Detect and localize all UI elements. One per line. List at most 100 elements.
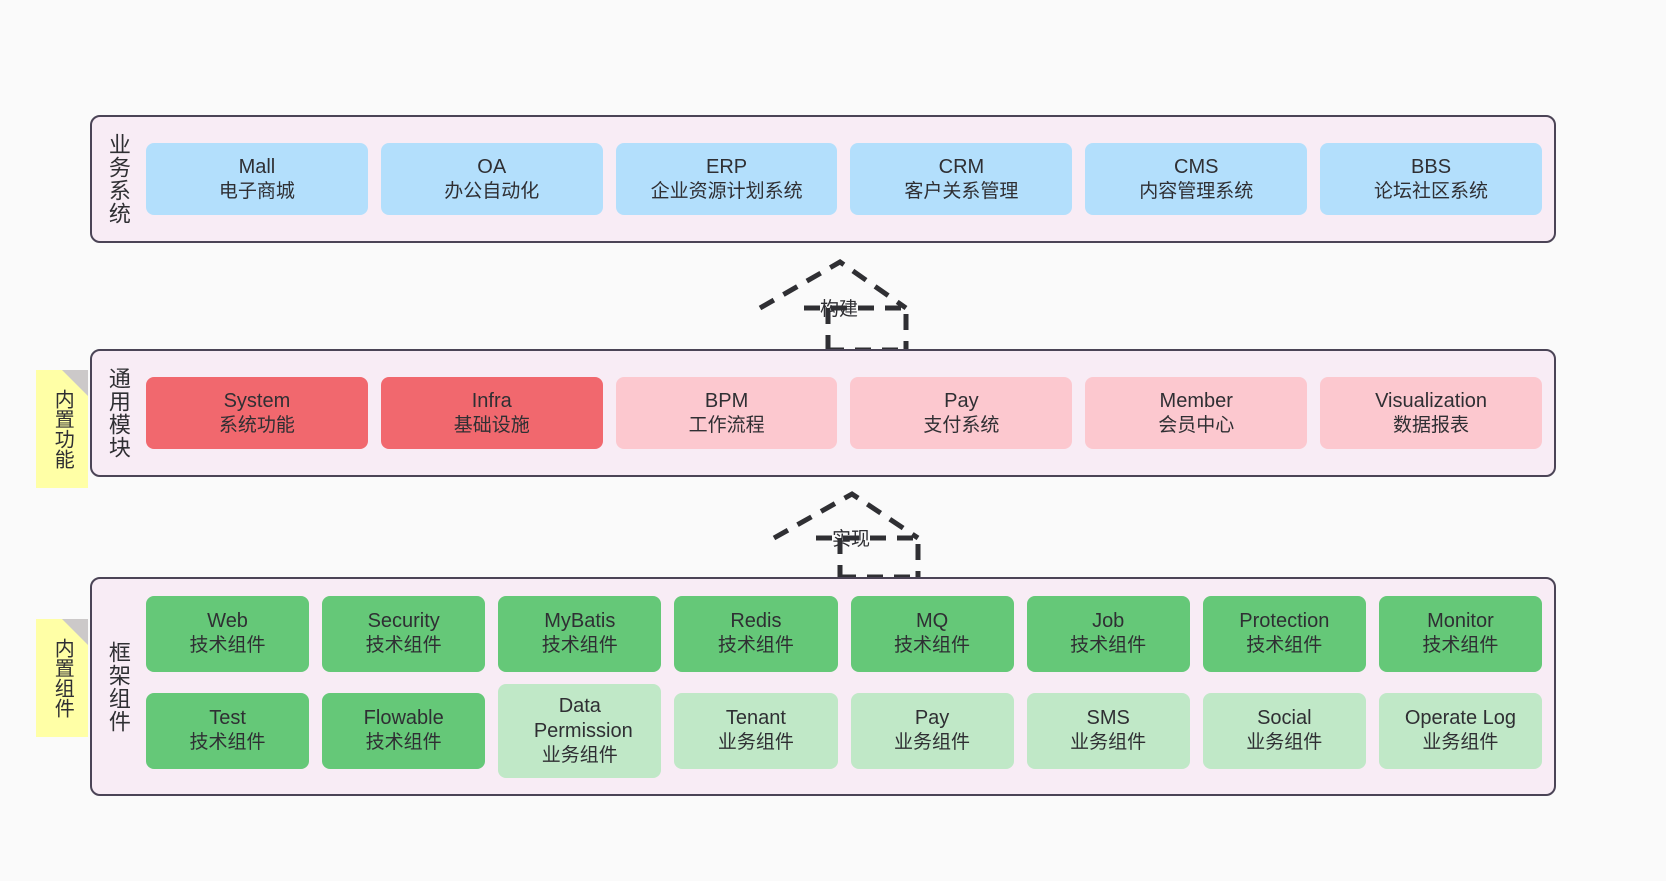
card-title: Tenant: [725, 707, 786, 730]
card-web[interactable]: Web 技术组件: [146, 595, 310, 672]
card-row: Test 技术组件 Flowable 技术组件 Data Permission …: [146, 683, 1542, 778]
layer-title-common-module: 通用模块: [105, 367, 131, 459]
card-title: Operate Log: [1404, 707, 1517, 730]
card-title: CRM: [938, 155, 985, 178]
card-title: Pay: [944, 389, 979, 412]
card-title: Member: [1159, 389, 1233, 412]
card-social[interactable]: Social 业务组件: [1202, 692, 1366, 769]
layer-body-business: Mall 电子商城 OA 办公自动化 ERP 企业资源计划系统 CRM 客户关系…: [138, 127, 1542, 231]
card-oa[interactable]: OA 办公自动化: [380, 143, 603, 215]
card-protection[interactable]: Protection 技术组件: [1202, 595, 1366, 672]
card-bbs[interactable]: BBS 论坛社区系统: [1320, 143, 1542, 215]
card-pay-business[interactable]: Pay 业务组件: [850, 692, 1014, 769]
card-subtitle: 内容管理系统: [1139, 180, 1254, 202]
card-subtitle: 技术组件: [365, 732, 442, 754]
card-title: Visualization: [1375, 389, 1488, 412]
connector-label-build: 构建: [820, 299, 859, 320]
card-title: Infra: [471, 389, 512, 412]
note-fold-corner-icon: [62, 619, 88, 645]
card-mall[interactable]: Mall 电子商城: [146, 143, 368, 215]
card-title: OA: [477, 155, 507, 178]
card-title: CMS: [1174, 155, 1219, 178]
card-subtitle: 技术组件: [717, 635, 794, 657]
card-subtitle: 技术组件: [365, 635, 442, 657]
card-visualization[interactable]: Visualization 数据报表: [1320, 377, 1542, 449]
card-subtitle: 会员中心: [1158, 414, 1235, 436]
card-title: BPM: [704, 389, 749, 412]
card-subtitle: 论坛社区系统: [1374, 180, 1489, 202]
card-title: Protection: [1239, 610, 1330, 633]
card-subtitle: 技术组件: [189, 635, 266, 657]
sticky-note-builtin-feature[interactable]: 内置功能: [36, 370, 88, 488]
card-pay[interactable]: Pay 支付系统: [850, 377, 1073, 449]
card-infra[interactable]: Infra 基础设施: [380, 377, 603, 449]
card-title: Pay: [914, 707, 950, 730]
card-subtitle: 企业资源计划系统: [650, 180, 803, 202]
card-job[interactable]: Job 技术组件: [1026, 595, 1190, 672]
card-crm[interactable]: CRM 客户关系管理: [850, 143, 1073, 215]
card-subtitle: 工作流程: [688, 414, 765, 436]
card-test[interactable]: Test 技术组件: [146, 692, 310, 769]
card-subtitle: 系统功能: [218, 414, 295, 436]
layer-business-system[interactable]: 业务系统 Mall 电子商城 OA 办公自动化 ERP 企业资源计划系统 CRM…: [90, 115, 1556, 243]
card-subtitle: 技术组件: [1422, 635, 1499, 657]
card-title: ERP: [706, 155, 748, 178]
card-row: Mall 电子商城 OA 办公自动化 ERP 企业资源计划系统 CRM 客户关系…: [146, 143, 1542, 215]
card-title: MQ: [915, 610, 949, 633]
card-subtitle: 客户关系管理: [904, 180, 1019, 202]
connector-label-implement: 实现: [832, 529, 871, 550]
card-mybatis[interactable]: MyBatis 技术组件: [498, 595, 662, 672]
card-title: Job: [1092, 610, 1125, 633]
card-data-permission[interactable]: Data Permission 业务组件: [498, 683, 662, 778]
card-redis[interactable]: Redis 技术组件: [674, 595, 838, 672]
card-subtitle: 业务组件: [1070, 732, 1147, 754]
connector-implement: 实现: [770, 490, 950, 580]
card-title: Data Permission: [533, 694, 633, 742]
note-fold-corner-icon: [62, 370, 88, 396]
card-member[interactable]: Member 会员中心: [1085, 377, 1308, 449]
card-title: Redis: [730, 610, 782, 633]
sticky-note-builtin-component[interactable]: 内置组件: [36, 619, 88, 737]
sticky-note-label: 内置组件: [51, 638, 74, 718]
card-title: Social: [1257, 707, 1312, 730]
card-subtitle: 业务组件: [894, 732, 971, 754]
layer-common-module[interactable]: 通用模块 System 系统功能 Infra 基础设施 BPM 工作流程 Pay…: [90, 349, 1556, 477]
card-erp[interactable]: ERP 企业资源计划系统: [615, 143, 838, 215]
card-flowable[interactable]: Flowable 技术组件: [322, 692, 486, 769]
layer-body-framework: Web 技术组件 Security 技术组件 MyBatis 技术组件 Redi…: [138, 589, 1542, 784]
card-security[interactable]: Security 技术组件: [322, 595, 486, 672]
card-operate-log[interactable]: Operate Log 业务组件: [1378, 692, 1542, 769]
card-tenant[interactable]: Tenant 业务组件: [674, 692, 838, 769]
card-title: Mall: [238, 155, 276, 178]
card-subtitle: 电子商城: [218, 180, 295, 202]
card-subtitle: 数据报表: [1393, 414, 1470, 436]
card-title: Security: [367, 610, 440, 633]
card-system[interactable]: System 系统功能: [146, 377, 368, 449]
card-subtitle: 技术组件: [1070, 635, 1147, 657]
sticky-note-label: 内置功能: [51, 389, 74, 469]
card-row: System 系统功能 Infra 基础设施 BPM 工作流程 Pay 支付系统…: [146, 377, 1542, 449]
layer-framework-component[interactable]: 框架组件 Web 技术组件 Security 技术组件 MyBatis 技术组件…: [90, 577, 1556, 796]
layer-title-business: 业务系统: [105, 133, 131, 225]
card-subtitle: 技术组件: [1246, 635, 1323, 657]
card-subtitle: 业务组件: [1246, 732, 1323, 754]
card-title: SMS: [1086, 707, 1130, 730]
card-sms[interactable]: SMS 业务组件: [1026, 692, 1190, 769]
card-subtitle: 基础设施: [453, 414, 530, 436]
card-subtitle: 办公自动化: [444, 180, 540, 202]
card-subtitle: 业务组件: [541, 744, 618, 766]
card-title: Web: [207, 610, 248, 633]
card-cms[interactable]: CMS 内容管理系统: [1085, 143, 1308, 215]
card-row: Web 技术组件 Security 技术组件 MyBatis 技术组件 Redi…: [146, 595, 1542, 672]
card-subtitle: 技术组件: [541, 635, 618, 657]
card-subtitle: 支付系统: [923, 414, 1000, 436]
card-title: Monitor: [1427, 610, 1494, 633]
card-title: MyBatis: [544, 610, 616, 633]
card-subtitle: 业务组件: [717, 732, 794, 754]
layer-body-common-module: System 系统功能 Infra 基础设施 BPM 工作流程 Pay 支付系统…: [138, 361, 1542, 465]
card-bpm[interactable]: BPM 工作流程: [615, 377, 838, 449]
card-monitor[interactable]: Monitor 技术组件: [1378, 595, 1542, 672]
card-title: System: [223, 389, 291, 412]
card-mq[interactable]: MQ 技术组件: [850, 595, 1014, 672]
